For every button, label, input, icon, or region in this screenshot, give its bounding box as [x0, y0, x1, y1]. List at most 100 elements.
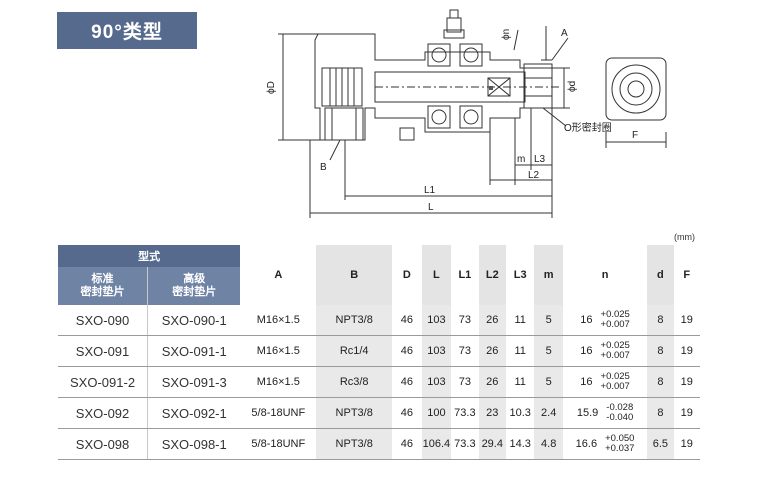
tolerance-lower: +0.037 [605, 443, 635, 454]
tolerance-upper: +0.050 [605, 433, 635, 444]
label-F: F [632, 130, 638, 141]
cell-n: 15.9 -0.028-0.040 [562, 397, 648, 429]
cell-b: NPT3/8 [316, 305, 393, 336]
cell-std: SXO-090 [58, 305, 148, 336]
cell-std: SXO-091-2 [58, 366, 148, 398]
tolerance-upper: +0.025 [600, 309, 630, 320]
cell-l: 100 [421, 397, 452, 429]
cell-n-base: 16 [580, 376, 593, 388]
label-phi-n: ϕn [501, 29, 512, 40]
cell-n-base: 16.6 [575, 438, 598, 450]
cell-d: 46 [392, 428, 422, 460]
tolerance-lower: +0.007 [600, 381, 630, 392]
cell-a: 5/8-18UNF [240, 397, 317, 429]
cell-std: SXO-092 [58, 397, 148, 429]
cell-n-base: 16 [580, 345, 593, 357]
cell-n-base: 15.9 [576, 407, 599, 419]
cell-l2: 26 [478, 335, 506, 367]
tolerance-lower: +0.007 [600, 319, 630, 330]
cell-l1: 73.3 [451, 397, 479, 429]
label-m: m [517, 154, 525, 165]
cell-d: 46 [392, 335, 422, 367]
tolerance-lower: -0.040 [606, 412, 634, 423]
page-title: 90°类型 [57, 12, 197, 49]
header-n: n [562, 245, 648, 305]
tolerance-upper: +0.025 [600, 371, 630, 382]
cell-l2: 29.4 [478, 428, 506, 460]
cell-a: 5/8-18UNF [240, 428, 317, 460]
cell-l1: 73 [451, 335, 479, 367]
cell-m: 5 [534, 335, 563, 367]
cell-adv: SXO-091-3 [147, 366, 241, 398]
cell-adv: SXO-098-1 [147, 428, 241, 460]
cell-f: 19 [673, 335, 700, 367]
cell-n-tolerance: -0.028-0.040 [606, 403, 633, 423]
header-L2: L2 [478, 245, 506, 305]
label-phi-d: ϕd [567, 81, 578, 92]
header-advanced-seal: 高级 密封垫片 [147, 267, 241, 305]
tolerance-lower: +0.007 [600, 350, 630, 361]
cell-f: 19 [673, 305, 700, 336]
header-D: D [392, 245, 422, 305]
cell-l: 103 [421, 366, 452, 398]
header-A: A [240, 245, 317, 305]
cell-n-tolerance: +0.025+0.007 [601, 341, 630, 361]
label-A: A [561, 28, 568, 39]
cell-l3: 11 [505, 305, 535, 336]
cell-adv: SXO-091-1 [147, 335, 241, 367]
header-L1: L1 [451, 245, 479, 305]
cell-n-tolerance: +0.025+0.007 [601, 372, 630, 392]
cell-n-base: 16 [580, 314, 593, 326]
header-d: d [647, 245, 674, 305]
cell-l1: 73 [451, 366, 479, 398]
label-o-ring: O形密封圈 [564, 121, 612, 134]
cell-f: 19 [673, 428, 700, 460]
cell-m: 4.8 [534, 428, 563, 460]
cell-b: Rc3/8 [316, 366, 393, 398]
cell-adv: SXO-092-1 [147, 397, 241, 429]
cell-l: 103 [421, 305, 452, 336]
cell-d: 8 [647, 335, 674, 367]
cell-n: 16 +0.025+0.007 [562, 305, 648, 336]
cell-a: M16×1.5 [240, 335, 317, 367]
cell-n-tolerance: +0.050+0.037 [605, 434, 634, 454]
cell-a: M16×1.5 [240, 305, 317, 336]
cell-f: 19 [673, 397, 700, 429]
cell-n: 16.6 +0.050+0.037 [562, 428, 648, 460]
cell-n: 16 +0.025+0.007 [562, 366, 648, 398]
cell-d: 46 [392, 366, 422, 398]
cell-std: SXO-098 [58, 428, 148, 460]
cell-d: 8 [647, 366, 674, 398]
cell-d: 8 [647, 305, 674, 336]
header-standard-seal: 标准 密封垫片 [58, 267, 148, 305]
cell-l3: 11 [505, 366, 535, 398]
cell-b: NPT3/8 [316, 397, 393, 429]
cell-b: NPT3/8 [316, 428, 393, 460]
cell-l3: 14.3 [505, 428, 535, 460]
cell-l1: 73.3 [451, 428, 479, 460]
tolerance-upper: -0.028 [606, 402, 634, 413]
cell-n-tolerance: +0.025+0.007 [601, 310, 630, 330]
cell-d: 46 [392, 397, 422, 429]
cell-n: 16 +0.025+0.007 [562, 335, 648, 367]
header-F: F [673, 245, 700, 305]
cell-l3: 11 [505, 335, 535, 367]
rotary-joint-drawing: ϕn A ϕd ϕD O形密封圈 B m L3 L2 L1 L F [266, 9, 667, 218]
label-L3: L3 [534, 154, 546, 165]
cell-d: 8 [647, 397, 674, 429]
header-L3: L3 [505, 245, 535, 305]
spec-table: 型式 A B D L L1 L2 L3 m n d F 标准 密封垫片 高级 密… [58, 245, 700, 460]
header-B: B [316, 245, 393, 305]
label-L: L [428, 202, 434, 213]
label-phi-D: ϕD [266, 81, 277, 94]
cell-l2: 26 [478, 305, 506, 336]
group-header: 型式 [58, 245, 241, 267]
cell-std: SXO-091 [58, 335, 148, 367]
cell-m: 5 [534, 366, 563, 398]
cell-l: 103 [421, 335, 452, 367]
label-L2: L2 [528, 170, 540, 181]
